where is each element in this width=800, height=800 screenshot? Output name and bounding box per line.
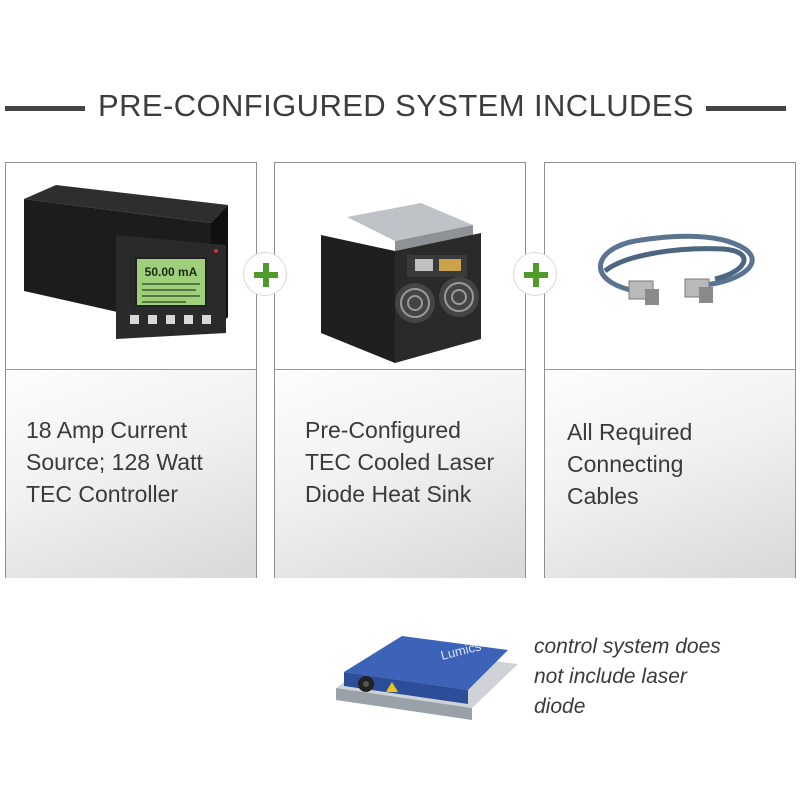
plus-icon (513, 252, 557, 296)
note-line: not include laser (534, 665, 687, 688)
description-line: TEC Cooled Laser (305, 449, 495, 475)
page-title: PRE-CONFIGURED SYSTEM INCLUDES (98, 88, 694, 123)
product-description-cables: All Required Connecting Cables (545, 369, 795, 578)
description-line: All Required (567, 419, 693, 445)
plus-icon (243, 252, 287, 296)
product-description-controller: 18 Amp Current Source; 128 Watt TEC Cont… (6, 369, 256, 578)
product-card-controller: 50.00 mA 18 Amp Current Source; 128 Watt… (5, 162, 257, 578)
product-image-cables (545, 163, 795, 369)
note-line: diode (534, 695, 586, 718)
laser-diode-heat-sink-photo (321, 203, 481, 363)
description-line: TEC Controller (26, 481, 179, 507)
product-card-heat-sink: Pre-Configured TEC Cooled Laser Diode He… (274, 162, 526, 578)
description-line: Connecting (567, 451, 684, 477)
display-reading: 50.00 mA (145, 265, 198, 279)
note-line: control system does (534, 635, 721, 658)
header-rule-right (706, 106, 786, 111)
description-line: Source; 128 Watt (26, 449, 203, 475)
section-header: PRE-CONFIGURED SYSTEM INCLUDES (0, 84, 800, 132)
product-card-cables: All Required Connecting Cables (544, 162, 796, 578)
product-image-heat-sink (275, 163, 525, 369)
description-line: 18 Amp Current (26, 417, 188, 443)
description-line: Cables (567, 483, 639, 509)
description-line: Pre-Configured (305, 417, 461, 443)
current-source-tec-controller-photo: 50.00 mA (24, 185, 228, 339)
connecting-cables-photo (598, 233, 755, 305)
note-text: control system does not include laser di… (534, 632, 721, 722)
laser-diode-photo: Lumics (322, 624, 522, 724)
description-line: Diode Heat Sink (305, 481, 472, 507)
header-rule-left (5, 106, 85, 111)
product-image-controller: 50.00 mA (6, 163, 256, 369)
product-description-heat-sink: Pre-Configured TEC Cooled Laser Diode He… (275, 369, 525, 578)
